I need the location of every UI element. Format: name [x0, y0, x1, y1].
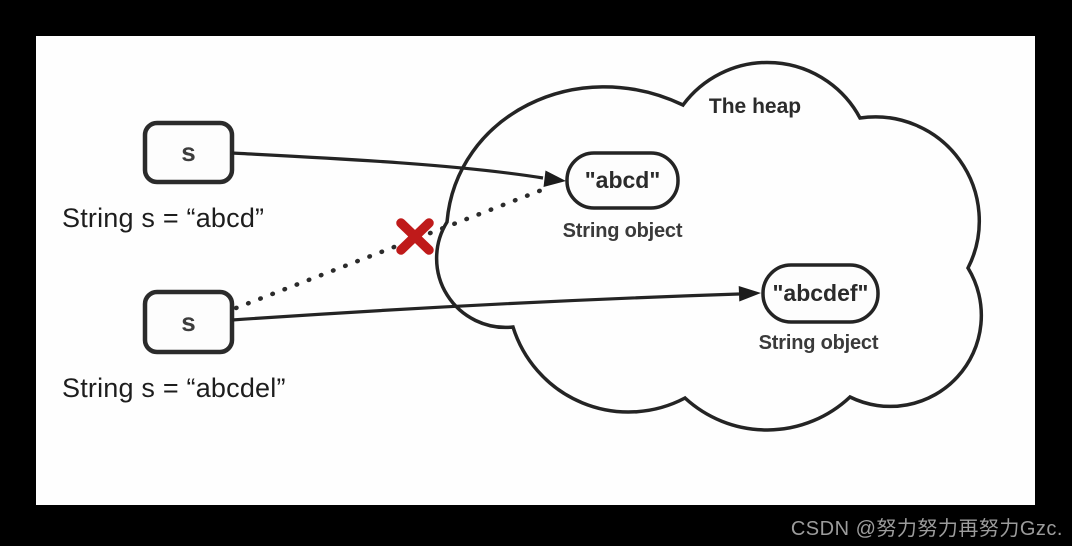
variable-box-1 [142, 120, 235, 185]
invalid-cross-icon [396, 218, 434, 255]
watermark: CSDN @努力努力再努力Gzc. [790, 518, 1063, 540]
declaration-2: String s = “abcdel” [62, 373, 286, 403]
string-object-pill-1 [565, 151, 680, 210]
heap-label: The heap [708, 95, 802, 118]
reference-arrow-1-line [231, 151, 544, 180]
reference-arrow-1-head [543, 170, 566, 187]
heap-cloud-shape [434, 60, 984, 432]
declaration-1: String s = “abcd” [62, 203, 265, 233]
variable-box-1-label: s [181, 137, 196, 167]
variable-box-2 [142, 289, 235, 355]
reference-arrow-2-line [231, 292, 740, 322]
string-object-pill-2 [761, 263, 880, 324]
variable-box-2-label: s [181, 307, 196, 337]
diagram-canvas: The heap s s String s = “abcd” String s … [36, 36, 1035, 505]
reference-arrow-2-head [738, 286, 761, 302]
string-object-1-label: String object [562, 220, 683, 242]
string-object-2-value: "abcdef" [772, 280, 869, 306]
string-object-2-label: String object [758, 332, 879, 354]
diagram-shapes [142, 60, 984, 432]
string-object-1-value: "abcd" [584, 167, 661, 193]
